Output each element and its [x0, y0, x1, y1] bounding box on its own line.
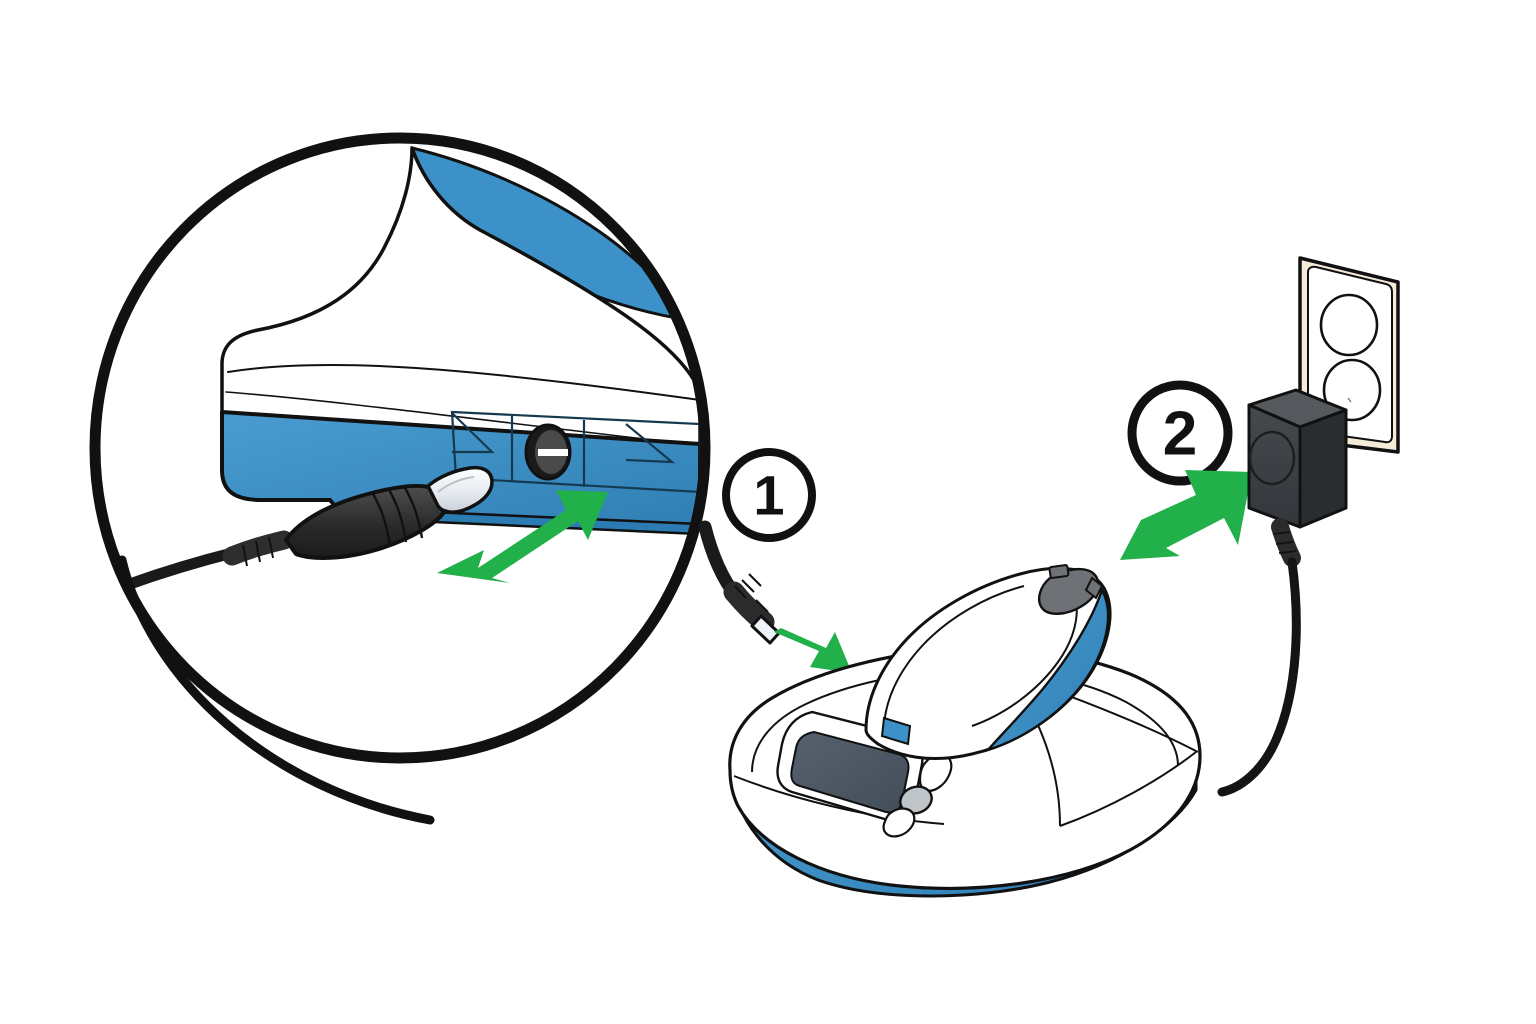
top-shell-seam: [227, 363, 701, 401]
small-cable-ribs: [734, 573, 769, 613]
adapter-emblem-circle: [1248, 430, 1296, 486]
dc-power-port-rim: [524, 423, 572, 481]
strain-relief-ribs: [242, 536, 274, 567]
step-2-arrow: [1120, 470, 1252, 560]
cradle-body: [728, 646, 1202, 890]
small-cable-metal-tip: [750, 614, 781, 645]
power-cable-plug-small: [698, 520, 781, 645]
handset-inner-contour: [883, 585, 1025, 731]
magnified-contents: [95, 138, 705, 758]
port-panel-chamfer-right: [625, 423, 676, 464]
adapter-relief-ribs: [1272, 531, 1297, 554]
step-1-detail-arrow: [437, 490, 608, 583]
step-2-badge: 2: [1127, 380, 1233, 486]
step-1-number: 1: [753, 464, 784, 527]
dc-power-port-key-slot: [538, 449, 568, 456]
handset-sensor-tab: [1048, 564, 1070, 579]
power-adapter-brick: [1247, 388, 1348, 567]
port-panel-chamfer-left: [451, 412, 495, 454]
barrel-connector-plug: [102, 465, 494, 598]
step-1-arrow: [774, 628, 852, 673]
connector-strain-relief: [222, 530, 294, 566]
top-shell-seam-2: [225, 391, 705, 447]
wall-outlet: [1298, 256, 1400, 454]
step-1-badge: 1: [722, 448, 816, 542]
step-2-number: 2: [1163, 400, 1197, 469]
magnified-detail-circle: [89, 132, 711, 825]
oval-button-lower: [882, 807, 916, 838]
step-1-arrow-shape: [774, 628, 852, 673]
adapter-power-cable: [1217, 557, 1301, 797]
cradle-contour-d: [733, 775, 945, 825]
cradle-contour-b: [1059, 751, 1197, 827]
adapter-side-face: [1298, 408, 1348, 529]
adapter-strain-relief: [1271, 518, 1301, 567]
outlet-socket-lower: [1322, 358, 1382, 422]
connector-rings: [370, 485, 424, 547]
step-2-badge-circle: [1127, 380, 1233, 486]
outlet-socket-upper: [1319, 293, 1379, 357]
base-station-cradle: [728, 564, 1202, 898]
outlet-socket-mark: [1347, 397, 1352, 403]
round-button: [899, 785, 933, 815]
step-2-arrow-shape: [1120, 470, 1252, 560]
step-1-badge-circle: [722, 448, 816, 542]
handset-sensor-pad: [1038, 567, 1100, 615]
magnifier-leader-arc: [117, 555, 435, 825]
handset-blue-stripe: [984, 587, 1110, 753]
handset-sensor-notch: [1084, 576, 1104, 600]
magnifier-ring: [89, 132, 711, 764]
handset-dock-tab: [880, 716, 912, 746]
connector-metal-tip: [426, 465, 494, 514]
connector-tip-highlight: [437, 476, 475, 493]
